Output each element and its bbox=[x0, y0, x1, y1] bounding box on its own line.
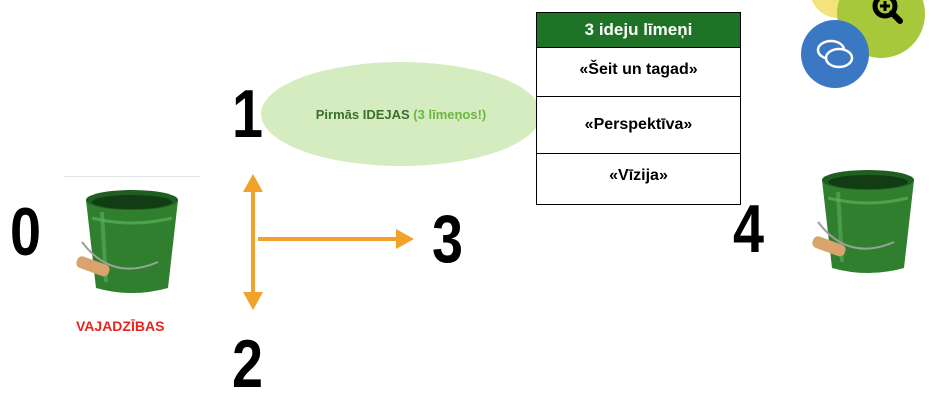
horizontal-arrow bbox=[258, 229, 414, 249]
ideas-bubble-text: Pirmās IDEJAS (3 līmeņos!) bbox=[316, 107, 487, 122]
idea-level-row: «Perspektīva» bbox=[537, 97, 740, 154]
ideas-bubble: Pirmās IDEJAS (3 līmeņos!) bbox=[261, 62, 541, 166]
green-bucket-icon-right bbox=[812, 170, 914, 273]
green-bucket-icon bbox=[76, 190, 178, 293]
chat-bubbles-icon bbox=[816, 39, 854, 69]
chat-badge[interactable] bbox=[801, 20, 869, 88]
step-number-3: 3 bbox=[432, 201, 464, 277]
idea-level-row: «Šeit un tagad» bbox=[537, 48, 740, 97]
zoom-in-icon bbox=[872, 0, 903, 24]
idea-levels-table: 3 ideju līmeņi «Šeit un tagad» «Perspekt… bbox=[536, 12, 741, 205]
needs-label: VAJADZĪBAS bbox=[76, 318, 165, 334]
bucket-image-frame bbox=[64, 176, 200, 307]
ideas-bubble-highlight: (3 līmeņos!) bbox=[413, 106, 487, 122]
step-number-2: 2 bbox=[232, 326, 264, 402]
idea-levels-title: 3 ideju līmeņi bbox=[537, 13, 740, 48]
step-number-1: 1 bbox=[232, 76, 264, 152]
ideas-bubble-main: Pirmās IDEJAS bbox=[315, 106, 410, 122]
step-number-0: 0 bbox=[10, 194, 42, 270]
idea-level-row: «Vīzija» bbox=[609, 167, 668, 184]
step-number-4: 4 bbox=[733, 191, 765, 267]
vertical-double-arrow bbox=[243, 174, 263, 310]
